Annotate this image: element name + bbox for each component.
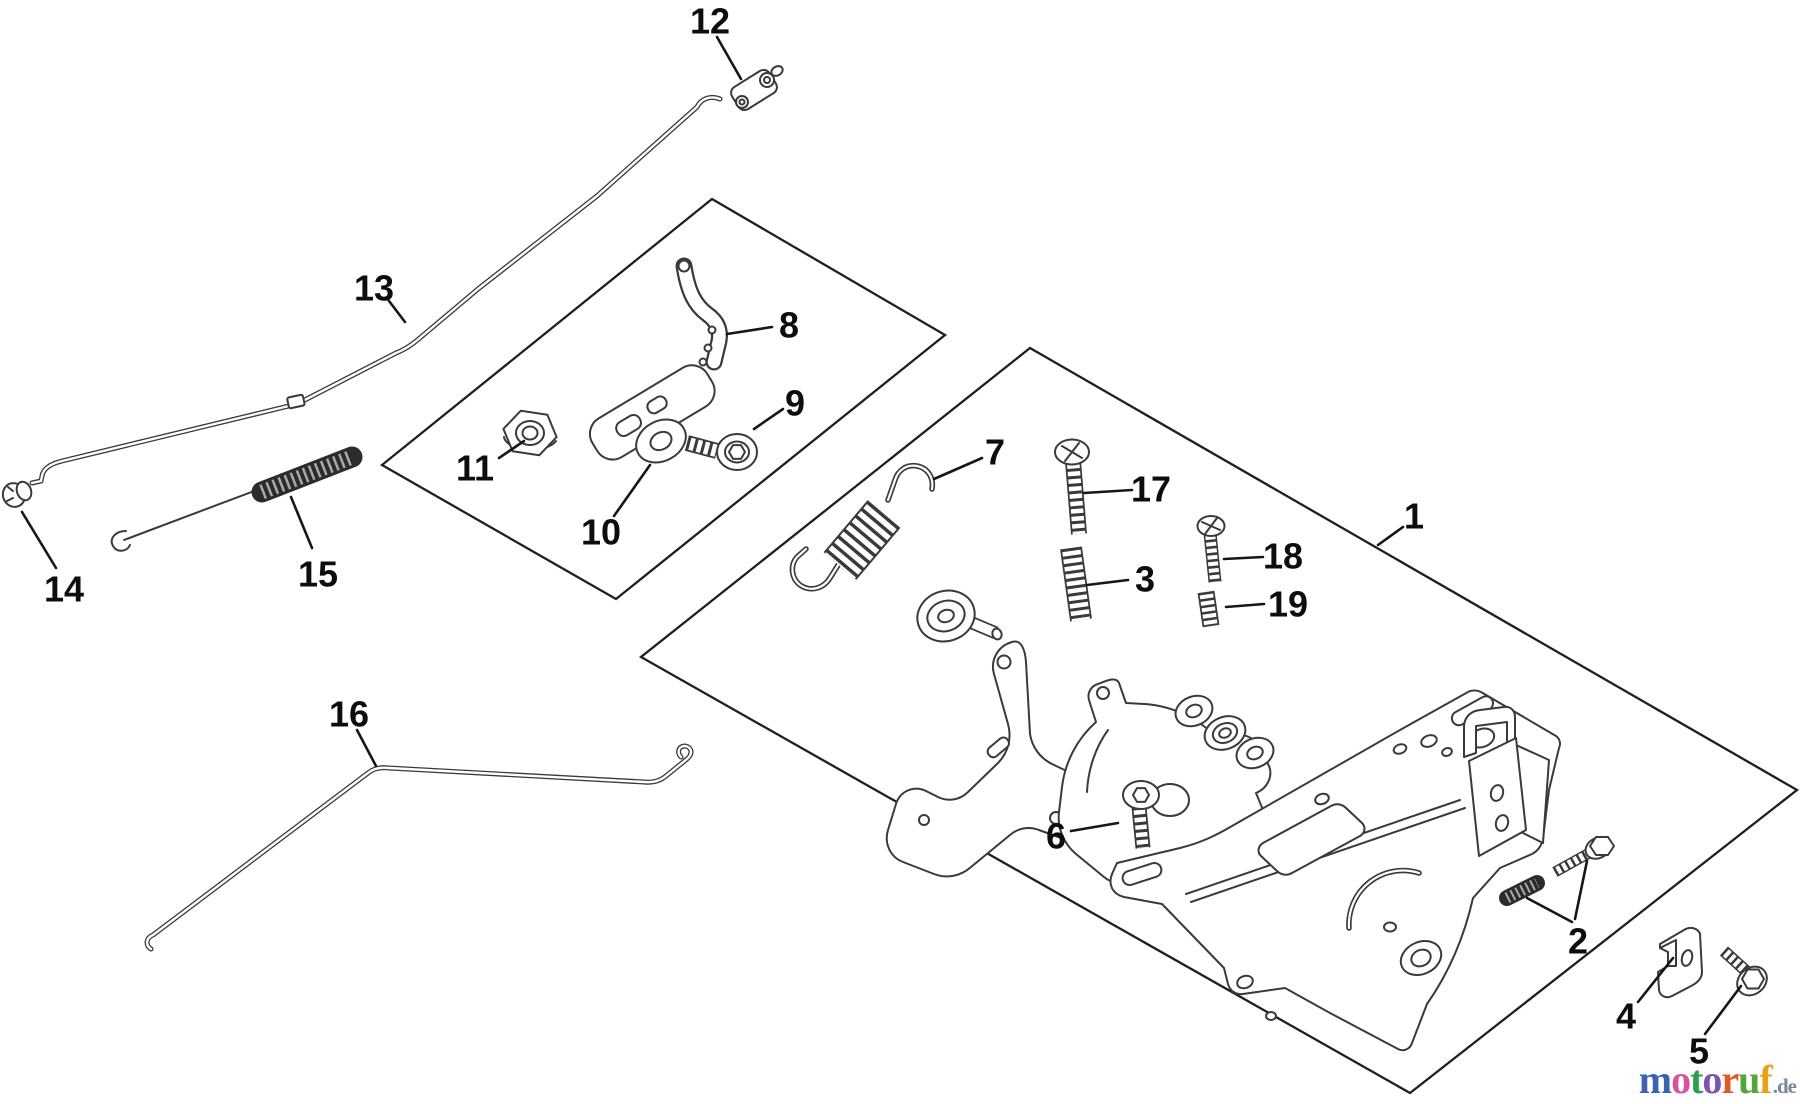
leader-line-9 — [752, 407, 785, 431]
flange-bolt — [1719, 946, 1768, 997]
leader-line-2 — [1573, 859, 1589, 921]
governor-arm — [675, 257, 728, 371]
watermark-letter: r — [1721, 1057, 1739, 1102]
throttle-rod — [29, 94, 723, 486]
bell-crank-lever — [885, 640, 1092, 878]
watermark-letter: o — [1702, 1057, 1722, 1102]
detail-box — [379, 197, 948, 601]
fastener-column-right — [1196, 515, 1226, 628]
leader-line-14 — [20, 510, 58, 570]
callout-12: 12 — [690, 1, 730, 42]
pivot-bolt — [684, 433, 758, 471]
leader-line-11 — [497, 439, 526, 460]
leader-line-3 — [1085, 578, 1130, 587]
leader-line-12 — [715, 35, 743, 81]
governor-spring — [1060, 546, 1092, 622]
watermark-letter: m — [1638, 1057, 1672, 1102]
callout-14: 14 — [44, 569, 84, 610]
flat-washer-2 — [1235, 736, 1275, 770]
leader-line-18 — [1222, 555, 1265, 561]
callout-5: 5 — [1689, 1031, 1709, 1072]
callout-19: 19 — [1268, 584, 1308, 625]
leader-line-13 — [387, 299, 407, 324]
leader-line-19 — [1224, 602, 1266, 609]
callout-11: 11 — [456, 448, 494, 489]
leader-line-8 — [725, 325, 774, 336]
callout-13: 13 — [354, 268, 394, 309]
callout-10: 10 — [581, 512, 621, 553]
rod-ferrule-clip — [286, 393, 306, 410]
callout-3: 3 — [1135, 559, 1155, 600]
watermark-letter: u — [1738, 1057, 1760, 1102]
leader-line-6 — [1069, 821, 1120, 833]
pivot-bushing — [916, 589, 1003, 643]
callout-7: 7 — [985, 432, 1005, 473]
watermark-letter: f — [1759, 1057, 1772, 1102]
hub-washer — [1203, 715, 1247, 751]
washer — [635, 418, 687, 464]
leader-line-15 — [289, 495, 314, 550]
leader-line-17 — [1082, 488, 1134, 495]
callout-16: 16 — [329, 694, 369, 735]
callout-9: 9 — [785, 383, 805, 424]
leader-line-5 — [1703, 984, 1743, 1036]
callout-6: 6 — [1046, 816, 1066, 857]
plate-spring-and-bolt — [1499, 836, 1615, 906]
watermark-letter: t — [1690, 1057, 1703, 1102]
governor-lever-group — [502, 257, 758, 471]
flat-washer-1 — [1174, 694, 1214, 728]
leader-line-2 — [1525, 896, 1574, 924]
flange-nut — [502, 409, 558, 457]
callout-18: 18 — [1263, 536, 1303, 577]
callout-1: 1 — [1404, 496, 1424, 537]
leader-line-7 — [932, 456, 984, 481]
callout-15: 15 — [298, 554, 338, 595]
leader-line-4 — [1636, 956, 1675, 1004]
callout-8: 8 — [779, 305, 799, 346]
leader-line-1 — [1376, 525, 1405, 547]
callout-4: 4 — [1616, 996, 1636, 1037]
leader-line-10 — [612, 463, 652, 518]
rod-bushing — [1, 480, 33, 508]
control-rod — [144, 743, 694, 952]
callout-17: 17 — [1131, 469, 1171, 510]
leader-line-16 — [355, 728, 378, 768]
frame-boxes — [379, 197, 1800, 1095]
cable-clamp-plate — [1657, 926, 1703, 999]
callout-2: 2 — [1568, 921, 1588, 962]
damper-spring — [251, 446, 363, 503]
cable-clamp — [730, 65, 784, 112]
watermark-suffix: .de — [1772, 1074, 1797, 1098]
control-mounting-plate — [1109, 689, 1561, 1052]
main-assembly-box — [638, 346, 1800, 1095]
lever-bracket — [588, 364, 716, 461]
extension-spring — [789, 462, 936, 592]
socket-head-bolt — [1122, 780, 1160, 849]
watermark-letter: o — [1671, 1057, 1691, 1102]
fastener-column-left — [1054, 438, 1092, 622]
